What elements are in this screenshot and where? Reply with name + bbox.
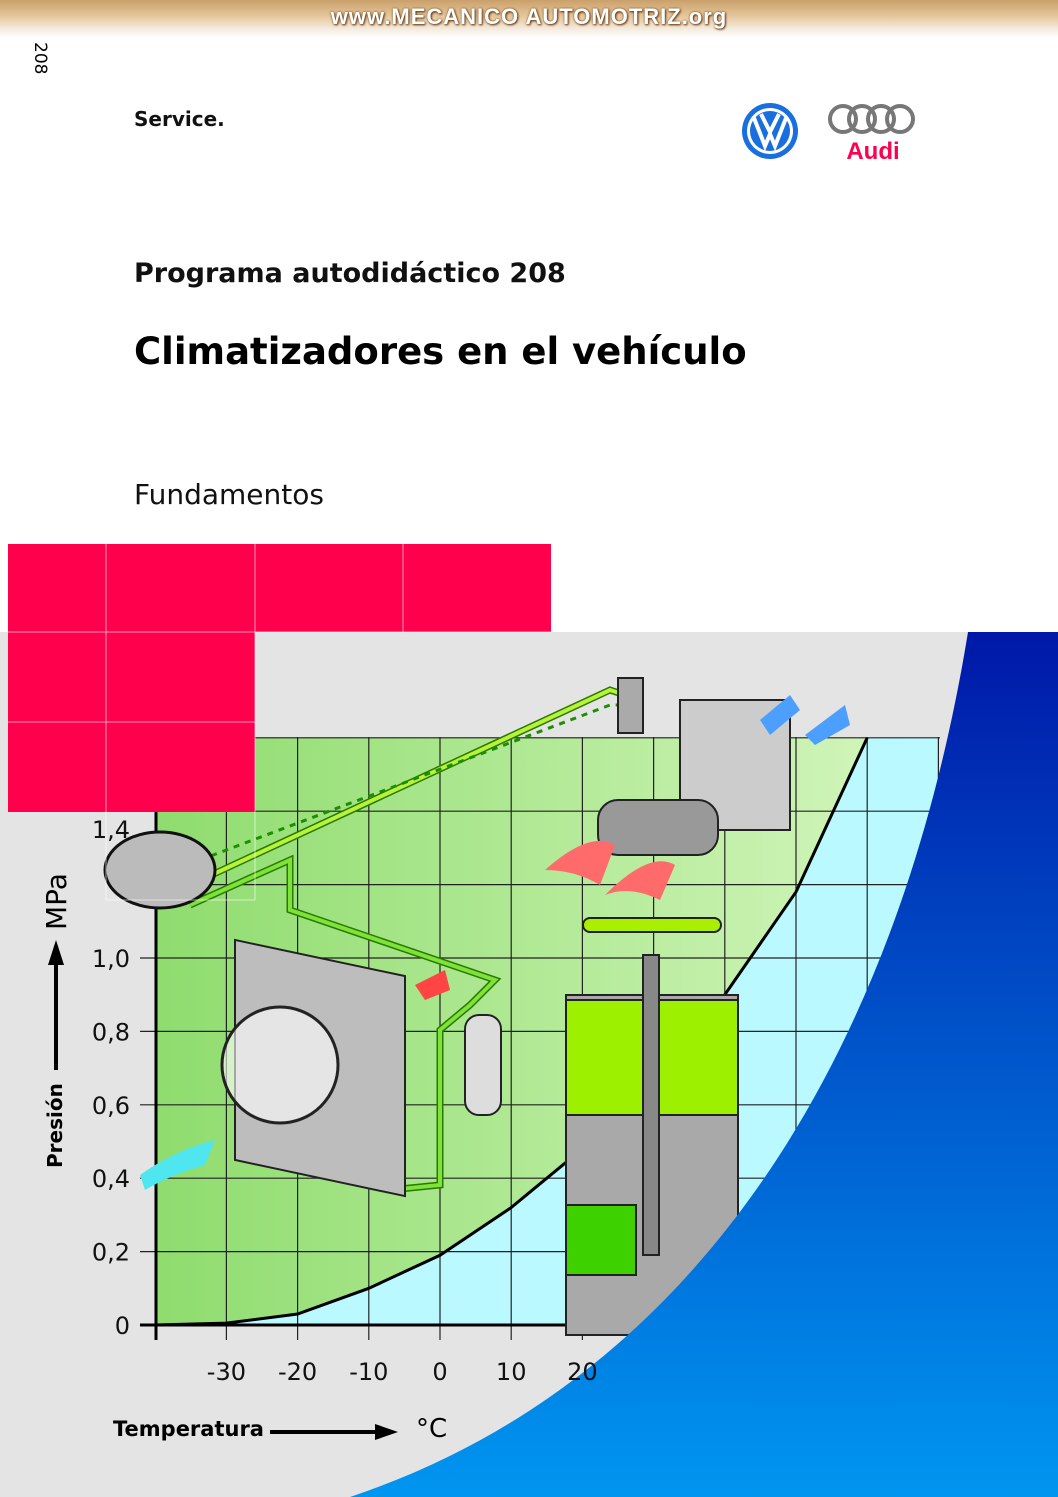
audi-logo-text: Audi [846,138,899,164]
vw-logo [742,103,798,159]
program-title: Programa autodidáctico 208 [134,258,566,289]
audi-logo: Audi [828,104,915,164]
document-subtitle: Fundamentos [134,478,324,511]
y-axis-unit: MPa [40,873,73,930]
red-block [8,632,255,812]
y-axis-label: Presión MPa [40,873,80,1170]
document-title: Climatizadores en el vehículo [134,330,747,373]
x-axis-unit: °C [416,1414,448,1444]
y-axis-title: Presión [43,1083,67,1168]
service-label: Service. [134,107,225,131]
banner-text: www.MECANICO AUTOMOTRIZ.org [330,4,728,29]
site-banner[interactable]: www.MECANICO AUTOMOTRIZ.org [0,0,1058,38]
x-axis-title: Temperatura [113,1417,264,1441]
red-block [8,544,551,632]
